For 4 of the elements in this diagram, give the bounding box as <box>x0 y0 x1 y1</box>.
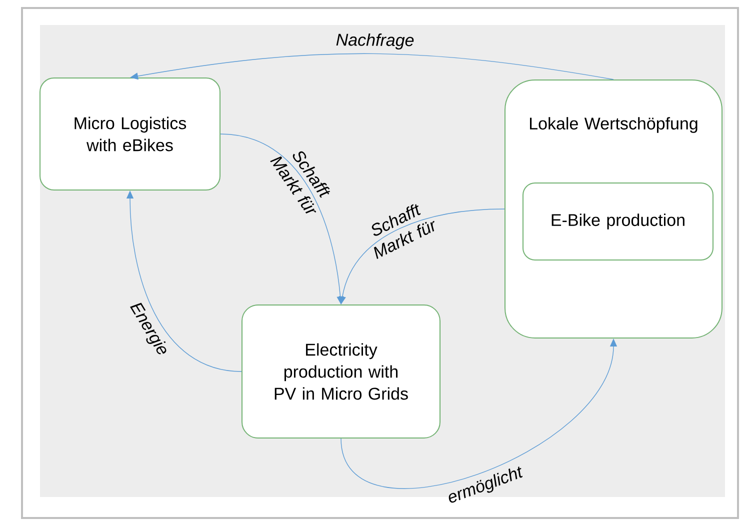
process-box: E-Bike production <box>522 182 714 260</box>
process-box: Micro Logistics with eBikes <box>40 78 220 190</box>
edge-label: Nachfrage <box>336 33 414 50</box>
process-box: Electricity production with PV in Micro Grids <box>242 304 440 438</box>
